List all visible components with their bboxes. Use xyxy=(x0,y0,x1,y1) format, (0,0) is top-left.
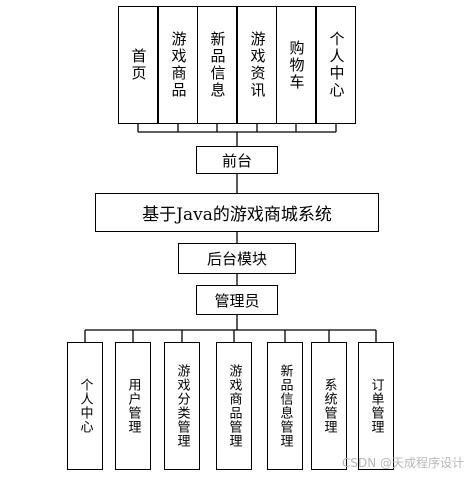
backend-module-label: 系统管理 xyxy=(321,378,337,434)
frontend-module-label: 游戏资讯 xyxy=(248,31,267,99)
system-title-label: 基于Java的游戏商城系统 xyxy=(142,205,332,225)
backend-node: 后台模块 xyxy=(178,243,296,274)
frontend-module-box: 购物车 xyxy=(276,6,316,124)
frontend-module-label: 新品信息 xyxy=(208,31,227,99)
frontend-module-box: 游戏商品 xyxy=(158,6,198,124)
backend-module-label: 游戏分类管理 xyxy=(174,364,190,448)
frontend-node-label: 前台 xyxy=(221,151,252,170)
backend-module-box: 用户管理 xyxy=(115,342,151,470)
backend-module-box: 个人中心 xyxy=(67,342,103,470)
admin-role-label: 管理员 xyxy=(214,291,260,310)
frontend-module-box: 游戏资讯 xyxy=(237,6,277,124)
backend-module-box: 订单管理 xyxy=(358,342,394,470)
frontend-module-label: 首页 xyxy=(129,48,148,82)
frontend-module-label: 购物车 xyxy=(287,39,306,91)
admin-role-node: 管理员 xyxy=(196,285,278,315)
backend-module-label: 订单管理 xyxy=(368,378,384,434)
frontend-module-box: 新品信息 xyxy=(197,6,237,124)
backend-module-box: 系统管理 xyxy=(311,342,347,470)
watermark: CSDN @天成程序设计 xyxy=(341,456,464,470)
backend-module-box: 游戏分类管理 xyxy=(164,342,200,470)
frontend-module-label: 游戏商品 xyxy=(169,31,188,99)
backend-module-label: 游戏商品管理 xyxy=(226,364,242,448)
backend-node-label: 后台模块 xyxy=(206,250,267,268)
frontend-module-box: 首页 xyxy=(118,6,158,124)
backend-module-box: 游戏商品管理 xyxy=(216,342,252,470)
backend-module-label: 个人中心 xyxy=(77,378,93,434)
frontend-module-box: 个人中心 xyxy=(316,6,356,124)
frontend-module-label: 个人中心 xyxy=(327,31,346,99)
frontend-node: 前台 xyxy=(196,146,278,174)
backend-module-box: 新品信息管理 xyxy=(267,342,303,470)
backend-module-label: 新品信息管理 xyxy=(277,364,293,448)
system-title-node: 基于Java的游戏商城系统 xyxy=(95,193,379,232)
backend-module-label: 用户管理 xyxy=(125,378,141,434)
